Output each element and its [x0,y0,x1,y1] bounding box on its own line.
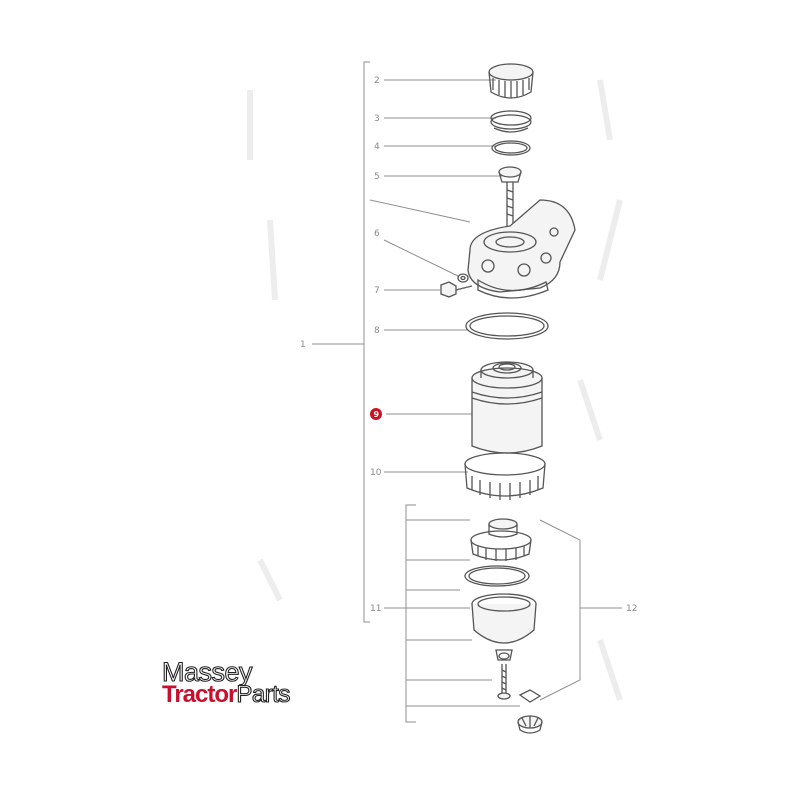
callout-3[interactable]: 3 [374,114,380,124]
background-artifacts [247,79,623,701]
callout-8[interactable]: 8 [374,326,380,336]
filter-head [467,199,576,299]
logo-line2: TractorParts [162,681,290,708]
drain-washer [518,689,542,703]
drain-screw [497,652,511,700]
callout-10[interactable]: 10 [370,468,382,478]
logo-parts: Parts [236,681,290,708]
part-10-retaining-ring [464,452,546,500]
drain-knob [517,715,543,734]
massey-tractor-parts-logo: Massey TractorParts [161,656,291,708]
part-8-o-ring [465,312,549,340]
part-2-cap [488,63,534,99]
callout-1[interactable]: 1 [300,340,306,350]
bowl-drain-valve-upper [470,518,532,561]
logo-tractor: Tractor [162,681,237,708]
callout-7[interactable]: 7 [374,286,380,296]
callout-2[interactable]: 2 [374,76,380,86]
callout-6[interactable]: 6 [374,229,380,239]
part-9-filter-element [471,361,543,454]
group-bracket-1 [312,61,370,623]
callout-11[interactable]: 11 [370,604,381,614]
part-6-seal-washer [457,273,469,283]
callout-4[interactable]: 4 [374,142,380,152]
part-7-bleed-screw [440,281,473,298]
part-3-washer [490,110,532,133]
part-5-pump-plunger [498,166,522,230]
bowl-o-ring [464,565,530,587]
callout-5[interactable]: 5 [374,172,380,182]
callout-9[interactable]: 9 [374,410,380,419]
callout-9-highlight[interactable] [370,408,382,420]
part-11-water-bowl [471,593,537,661]
callout-labels: 1 2 3 4 5 6 7 8 9 10 11 12 [300,76,637,614]
part-4-o-ring [491,140,531,156]
callout-12[interactable]: 12 [626,604,637,614]
logo-line1: Massey [162,657,253,687]
